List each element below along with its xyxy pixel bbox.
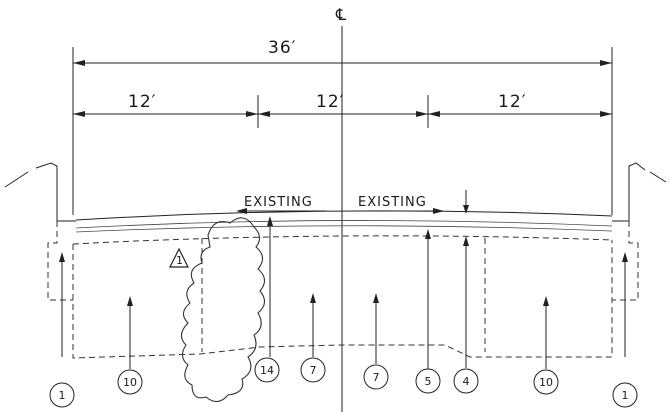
- leader-1-right-arrow: [622, 252, 628, 262]
- callout-7-left: 7: [300, 357, 326, 383]
- callout-10-right-number: 10: [539, 376, 553, 389]
- existing-labels: EXISTING EXISTING: [236, 195, 444, 214]
- pavement-layers: [72, 210, 613, 359]
- existing-label-left: EXISTING: [244, 195, 313, 210]
- lane-arrow-1a: [73, 111, 85, 117]
- callout-1-right-number: 1: [622, 389, 629, 402]
- revision-cloud: [180, 217, 266, 403]
- callout-10-right: 10: [533, 369, 559, 395]
- leader-7-left-arrow: [310, 293, 316, 303]
- callout-7-left-number: 7: [310, 364, 317, 377]
- callout-1-left: 1: [49, 382, 75, 408]
- centerline-symbol: ℄: [335, 5, 347, 24]
- callout-5-number: 5: [425, 375, 432, 388]
- curbs: [4, 162, 667, 301]
- thickness-dimension: [463, 190, 469, 214]
- right-curb-base: [612, 221, 639, 301]
- callout-10-left-number: 10: [123, 376, 137, 389]
- lane-arrow-2b: [416, 111, 428, 117]
- leader-10-left-arrow: [127, 296, 133, 306]
- callout-bubbles: 1 10 14 7 7 5 4 10: [49, 357, 638, 408]
- lane-arrow-2a: [258, 111, 270, 117]
- lane-dimension-label-2: 12′: [316, 92, 345, 112]
- overall-dimension-label: 36′: [268, 38, 297, 58]
- pavement-surface: [75, 210, 613, 221]
- thickness-arrowhead-top: [463, 205, 469, 214]
- lane-dimension-label-3: 12′: [498, 92, 527, 112]
- right-slope-line: [649, 171, 667, 183]
- leader-10-right-arrow: [543, 296, 549, 306]
- arrow-left: [73, 60, 85, 66]
- right-curb: [612, 162, 646, 222]
- callout-10-left: 10: [117, 369, 143, 395]
- callout-14: 14: [254, 357, 280, 383]
- leader-5-arrow: [425, 229, 431, 239]
- overall-dimension: 36′: [72, 38, 613, 215]
- leader-1-left-arrow: [59, 252, 65, 262]
- existing-arrowhead-right: [433, 208, 444, 214]
- callout-4-number: 4: [463, 375, 470, 388]
- callout-5: 5: [415, 368, 441, 394]
- leader-7-right-arrow: [373, 293, 379, 303]
- callout-7-right-number: 7: [373, 371, 380, 384]
- subbase-top: [72, 235, 613, 245]
- left-curb-base: [47, 221, 73, 301]
- lane-arrow-3b: [600, 111, 612, 117]
- leader-14-arrow: [267, 216, 273, 226]
- arrow-right: [600, 60, 612, 66]
- leader-4-arrow: [463, 236, 469, 246]
- existing-arrowhead-left: [236, 208, 247, 214]
- callout-1-right: 1: [612, 382, 638, 408]
- lane-dimension-label-1: 12′: [128, 92, 157, 112]
- revision-triangle: 1: [169, 247, 189, 268]
- revision-triangle-number: 1: [176, 254, 183, 267]
- left-curb: [35, 162, 76, 222]
- existing-label-right: EXISTING: [358, 195, 427, 210]
- callout-1-left-number: 1: [59, 389, 66, 402]
- callout-7-right: 7: [363, 364, 389, 390]
- left-slope-line: [4, 171, 29, 188]
- centerline: ℄: [335, 5, 347, 412]
- pavement-layer-1: [75, 220, 613, 229]
- lane-dimensions: 12′ 12′ 12′: [73, 92, 612, 128]
- revision-triangle-shape: [169, 247, 189, 268]
- lane-arrow-1b: [246, 111, 258, 117]
- callout-4: 4: [453, 368, 479, 394]
- callout-14-number: 14: [260, 364, 274, 377]
- subbase-outline: [72, 240, 613, 359]
- callout-leaders: [59, 216, 628, 369]
- lane-arrow-3a: [428, 111, 440, 117]
- pavement-layer-2: [75, 225, 613, 233]
